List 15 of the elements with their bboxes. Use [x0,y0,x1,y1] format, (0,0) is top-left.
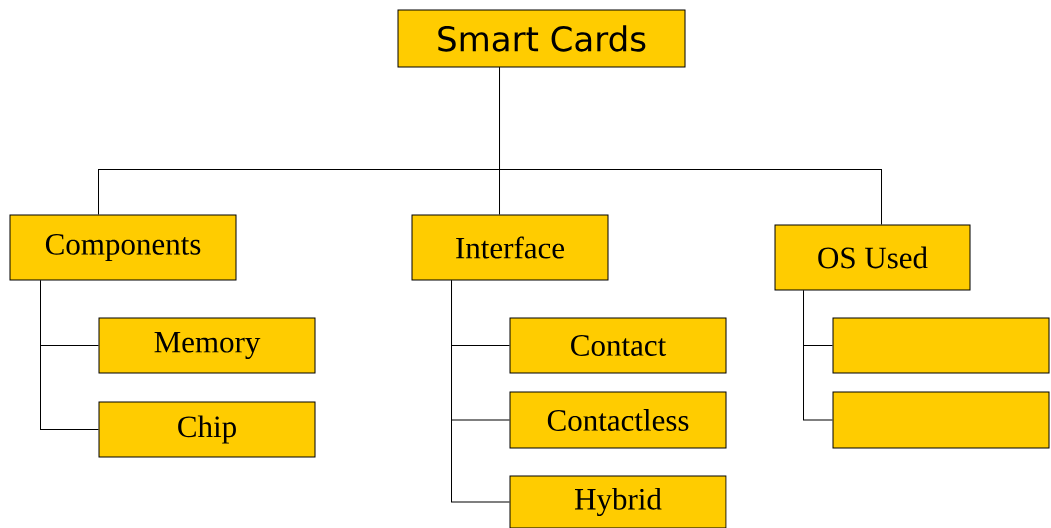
item-box: Contactless [509,391,727,449]
item-box: Memory [98,317,316,374]
item-box: Chip [98,401,316,458]
category-box: Components [9,214,237,281]
item-box: Contact [509,317,727,374]
item-box [832,317,1050,374]
connector-line [499,67,882,225]
connector-line [40,280,99,430]
connector-line [803,290,833,421]
title-box: Smart Cards [397,9,686,68]
category-box: Interface [411,214,609,281]
item-box [832,391,1050,449]
connector-line [451,280,510,503]
item-box: Hybrid [509,475,727,528]
category-box: OS Used [774,224,971,291]
